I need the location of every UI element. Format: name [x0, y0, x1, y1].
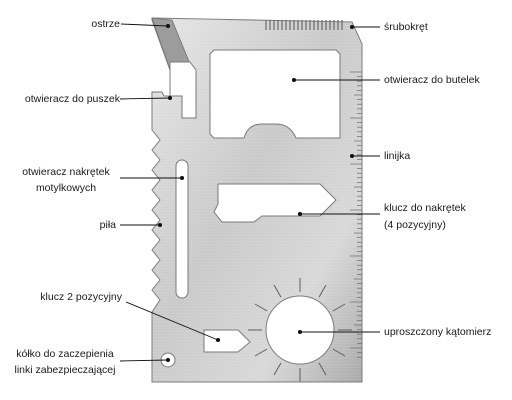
label-kolko: kółko do zaczepienia linki zabezpieczają…	[12, 346, 118, 378]
label-klucz-4: klucz do nakrętek (4 pozycyjny)	[384, 200, 466, 234]
label-ostrze: ostrze	[91, 17, 120, 31]
protractor-ray	[318, 284, 327, 298]
protractor-ray	[273, 362, 282, 376]
protractor-ray	[318, 362, 327, 376]
label-line: ostrze	[91, 18, 120, 30]
label-line: kółko do zaczepienia	[16, 348, 114, 360]
screwdriver-knurl	[265, 20, 343, 30]
label-line: (4 pozycyjny)	[384, 219, 446, 231]
label-line: otwieracz do puszek	[24, 93, 120, 105]
wrench-2-hole	[203, 329, 251, 353]
label-line: klucz do nakrętek	[384, 202, 466, 214]
protractor-ray	[273, 284, 282, 298]
protractor-ray	[254, 348, 268, 357]
wrench-4-hole	[213, 183, 337, 223]
label-katomierz: uproszczony kątomierz	[384, 325, 491, 339]
label-srubokret: śrubokręt	[384, 20, 428, 34]
label-line: śrubokręt	[384, 21, 428, 33]
protractor-ray	[254, 303, 268, 312]
label-line: linijka	[384, 150, 411, 162]
label-otwieracz-do-butelek: otwieracz do butelek	[384, 73, 480, 87]
protractor-ray	[332, 348, 346, 357]
label-line: otwieracz nakrętek	[22, 166, 110, 178]
leader-lines	[119, 23, 380, 363]
label-otwieracz-nakretek: otwieracz nakrętek motylkowych	[14, 164, 118, 196]
label-pila: piła	[100, 218, 116, 232]
protractor-ray	[332, 303, 346, 312]
ruler-ticks	[350, 71, 362, 358]
label-otwieracz-do-puszek: otwieracz do puszek	[25, 92, 120, 106]
label-linijka: linijka	[384, 149, 410, 163]
label-line: otwieracz do butelek	[384, 74, 480, 86]
label-line: linki zabezpieczającej	[14, 364, 116, 376]
label-line: motylkowych	[35, 182, 97, 194]
label-line: uproszczony kątomierz	[384, 326, 492, 338]
label-klucz-2: klucz 2 pozycyjny	[40, 290, 122, 304]
label-line: piła	[99, 219, 116, 231]
bottle-opener-hole	[209, 49, 341, 139]
butterfly-nut-slot	[175, 159, 189, 299]
label-line: klucz 2 pozycyjny	[40, 291, 122, 303]
can-opener-notch	[169, 61, 197, 119]
